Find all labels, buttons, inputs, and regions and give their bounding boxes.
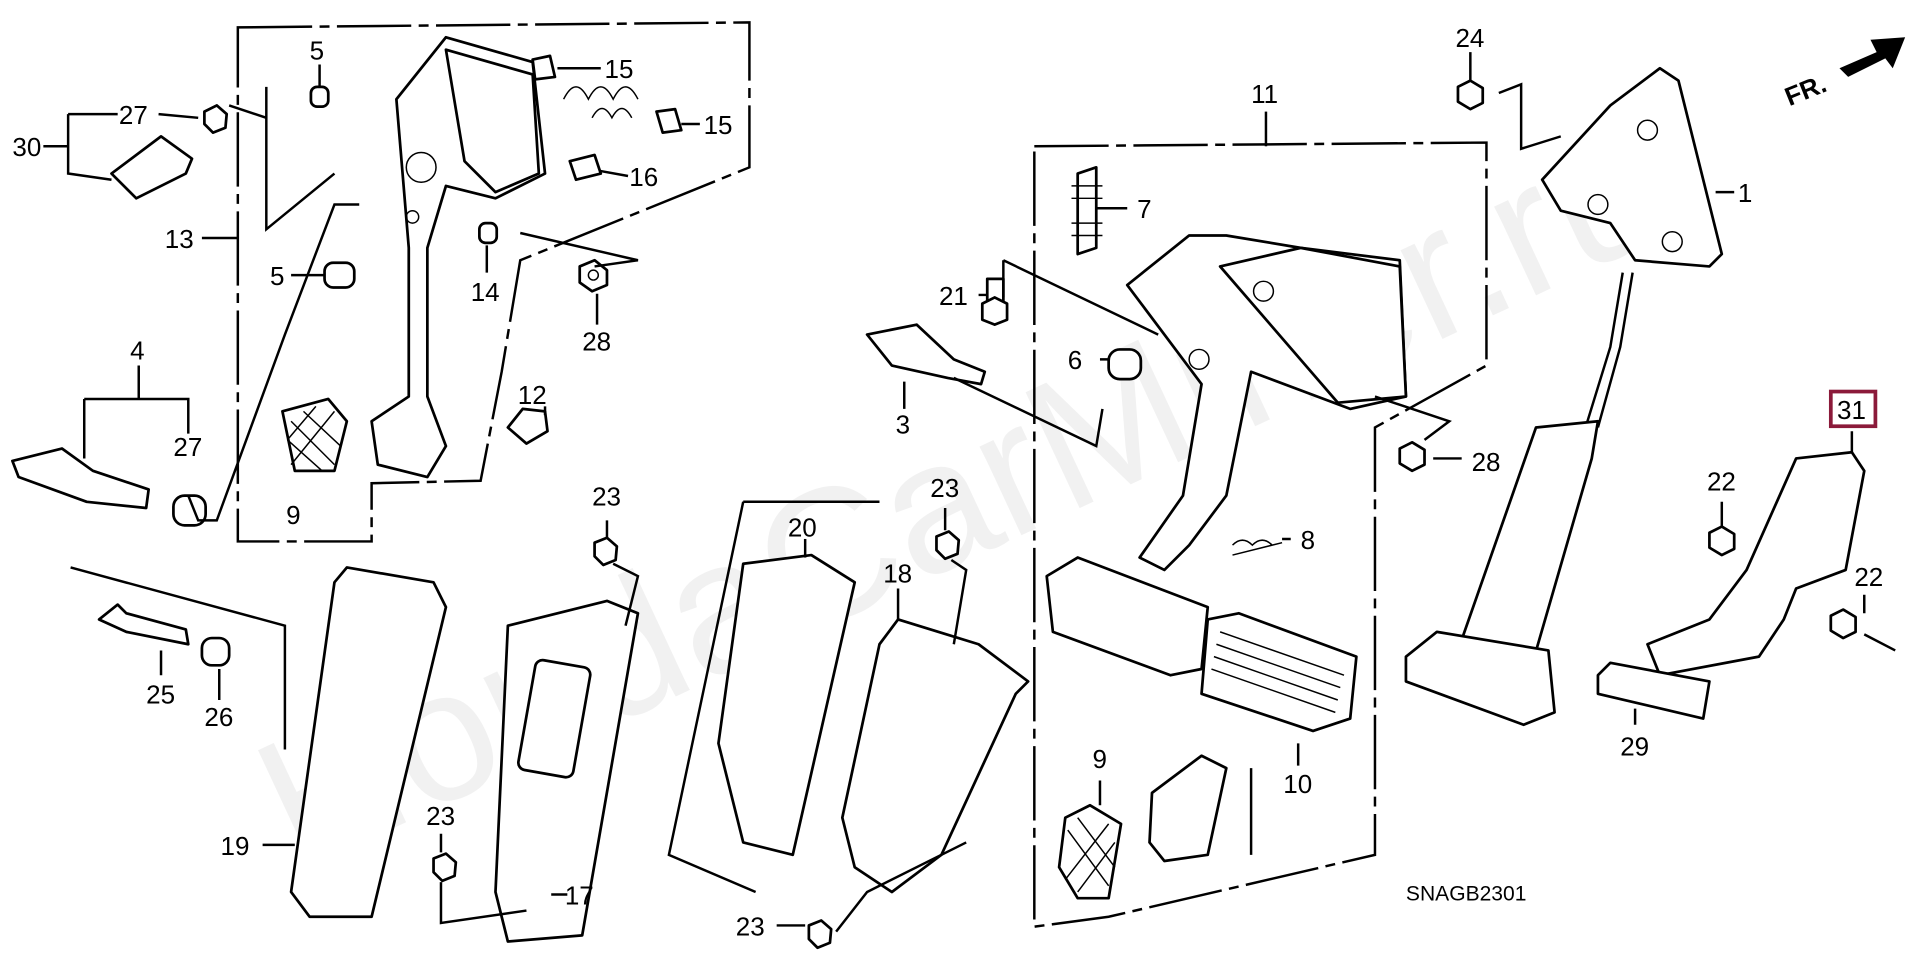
label-27[interactable]: 27 — [173, 432, 202, 462]
label-23[interactable]: 23 — [592, 482, 621, 512]
label-15[interactable]: 15 — [704, 110, 733, 140]
accelerator-pedal-assembly — [1404, 37, 1906, 727]
clutch-pedal-assembly — [11, 21, 751, 543]
brake-pedal-assembly — [865, 111, 1488, 929]
label-27[interactable]: 27 — [119, 100, 148, 130]
label-14[interactable]: 14 — [471, 277, 500, 307]
part-labels: 1 3 4 5 5 6 7 8 9 9 10 11 12 13 14 15 15… — [12, 23, 1883, 941]
label-11[interactable]: 11 — [1251, 79, 1278, 109]
label-19[interactable]: 19 — [220, 831, 249, 861]
label-8[interactable]: 8 — [1301, 525, 1315, 555]
label-13[interactable]: 13 — [165, 224, 194, 254]
label-24[interactable]: 24 — [1455, 23, 1484, 53]
label-23[interactable]: 23 — [930, 473, 959, 503]
label-23[interactable]: 23 — [426, 801, 455, 831]
label-16[interactable]: 16 — [629, 162, 658, 192]
label-29[interactable]: 29 — [1620, 732, 1649, 762]
front-direction-label: FR. — [1780, 68, 1830, 112]
highlight-box — [1828, 389, 1878, 429]
label-6[interactable]: 6 — [1068, 345, 1082, 375]
label-9[interactable]: 9 — [286, 500, 300, 530]
label-28[interactable]: 28 — [582, 327, 611, 357]
label-17[interactable]: 17 — [565, 880, 594, 910]
label-10[interactable]: 10 — [1283, 769, 1312, 799]
label-5[interactable]: 5 — [310, 36, 324, 66]
label-28[interactable]: 28 — [1472, 447, 1501, 477]
label-3[interactable]: 3 — [896, 410, 910, 440]
label-5[interactable]: 5 — [270, 261, 284, 291]
diagram-code: SNAGB2301 — [1406, 883, 1527, 906]
pedal-pad-parts — [70, 500, 1030, 950]
label-31[interactable]: 31 — [1837, 395, 1866, 425]
label-26[interactable]: 26 — [204, 702, 233, 732]
label-23[interactable]: 23 — [736, 911, 765, 941]
front-direction-arrow — [1839, 37, 1906, 77]
label-21[interactable]: 21 — [939, 281, 968, 311]
label-9[interactable]: 9 — [1093, 744, 1107, 774]
label-12[interactable]: 12 — [518, 380, 547, 410]
label-25[interactable]: 25 — [146, 680, 175, 710]
label-15[interactable]: 15 — [604, 54, 633, 84]
label-22[interactable]: 22 — [1854, 562, 1883, 592]
label-20[interactable]: 20 — [788, 512, 817, 542]
label-22[interactable]: 22 — [1707, 467, 1736, 497]
label-7[interactable]: 7 — [1137, 194, 1151, 224]
label-18[interactable]: 18 — [883, 558, 912, 588]
label-4[interactable]: 4 — [130, 335, 144, 365]
label-30[interactable]: 30 — [12, 132, 41, 162]
label-1[interactable]: 1 — [1738, 178, 1752, 208]
